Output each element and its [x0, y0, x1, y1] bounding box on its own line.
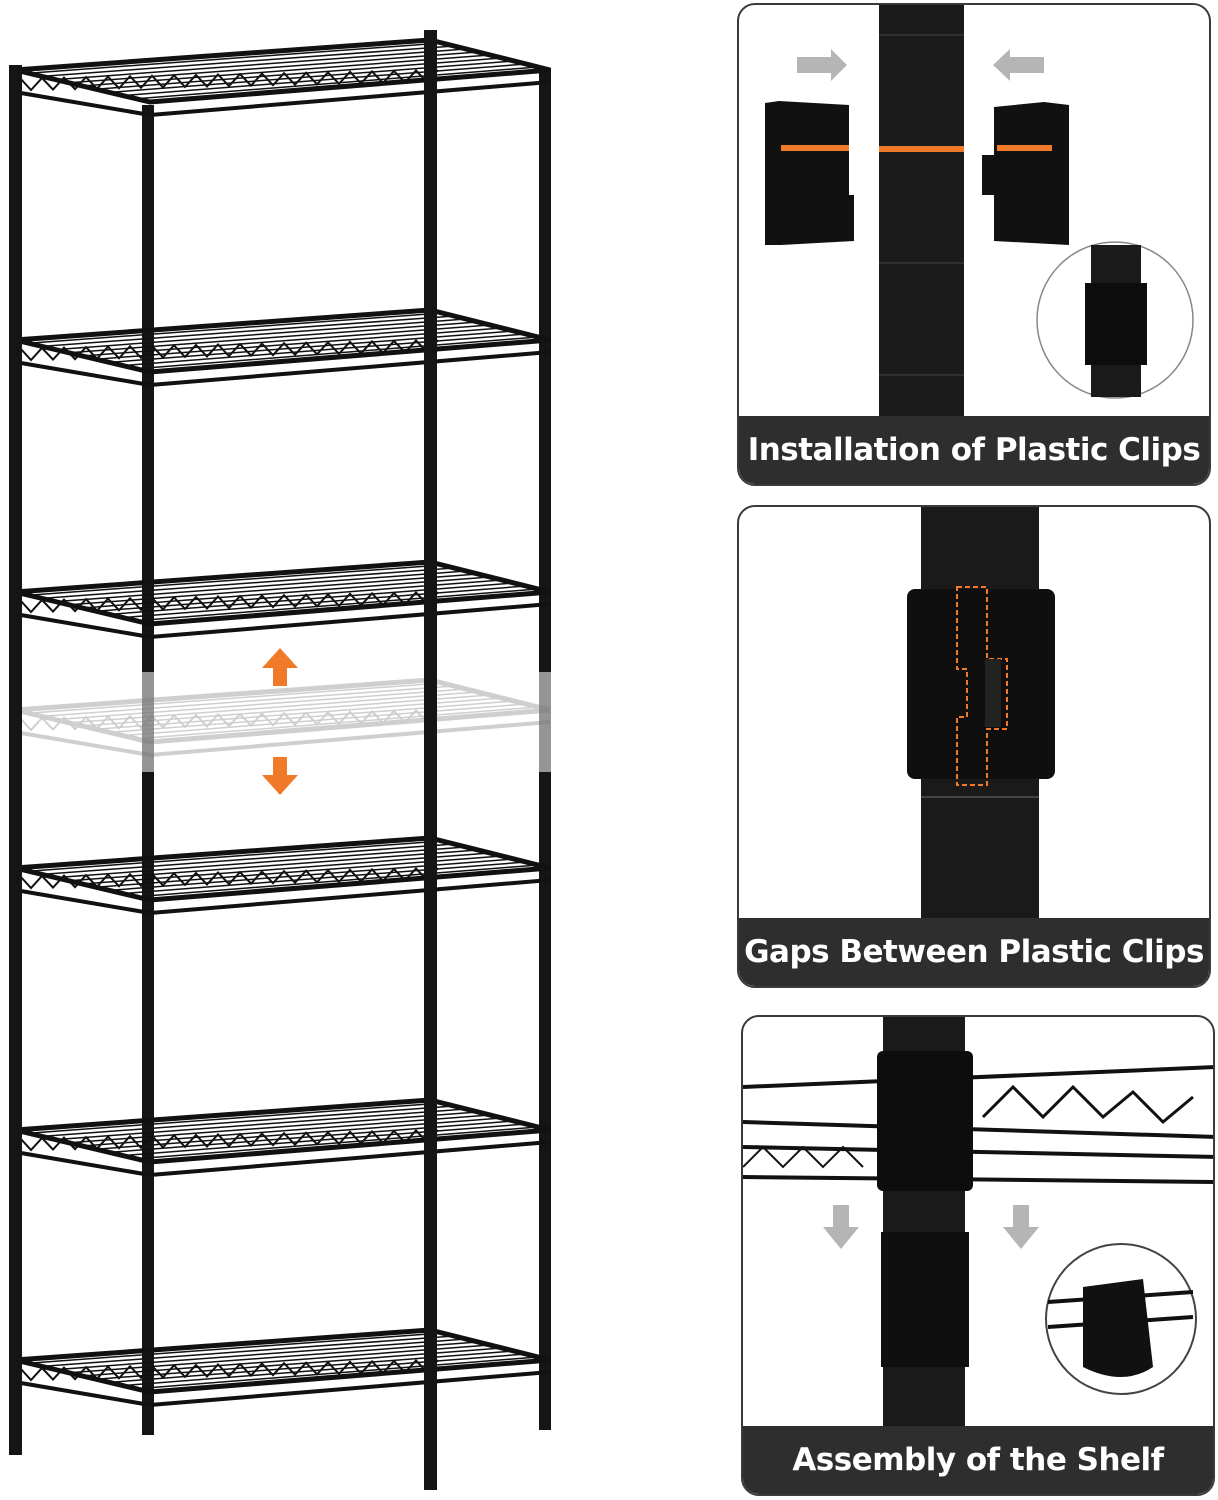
- panel-shelf-assembly: Assembly of the Shelf: [741, 1015, 1215, 1496]
- shelf: [14, 835, 551, 915]
- post: [424, 30, 437, 1490]
- highlight-band: [5, 672, 555, 772]
- shelves: [5, 37, 555, 1407]
- front-posts: [9, 30, 437, 1490]
- panel-caption: Gaps Between Plastic Clips: [739, 918, 1209, 986]
- right-clip: [982, 102, 1069, 245]
- shelf: [14, 1327, 551, 1407]
- clip-sleeve: [881, 1232, 969, 1367]
- clip-sleeve: [907, 589, 1055, 779]
- clip-installation-illustration: [765, 5, 1194, 420]
- post: [9, 65, 22, 1455]
- panel-caption: Installation of Plastic Clips: [739, 416, 1209, 484]
- panel-installation-clips: Installation of Plastic Clips: [737, 3, 1211, 486]
- shelf: [14, 37, 551, 117]
- left-clip: [765, 101, 854, 245]
- shelf: [14, 1097, 551, 1177]
- adjustable-shelf-ghost: [14, 677, 551, 757]
- shelf: [14, 559, 551, 639]
- wire-shelving-rack: [5, 30, 555, 1490]
- arrow-up-icon: [262, 648, 298, 686]
- arrow-left-icon: [993, 49, 1044, 81]
- panel-caption: Assembly of the Shelf: [743, 1426, 1213, 1494]
- wire-shelf-section: [743, 1065, 1213, 1184]
- arrow-down-icon: [823, 1205, 859, 1249]
- panel-clip-gaps: Gaps Between Plastic Clips: [737, 505, 1211, 988]
- shelf: [14, 307, 551, 387]
- pole: [879, 5, 964, 420]
- adjust-arrows: [262, 648, 298, 795]
- gap-outline: [956, 586, 1008, 786]
- shelf-assembly-illustration: [743, 1017, 1213, 1427]
- arrow-down-icon: [262, 757, 298, 795]
- clip-gap-illustration: [907, 507, 1055, 922]
- arrow-right-icon: [797, 49, 847, 81]
- arrow-down-icon: [1003, 1205, 1039, 1249]
